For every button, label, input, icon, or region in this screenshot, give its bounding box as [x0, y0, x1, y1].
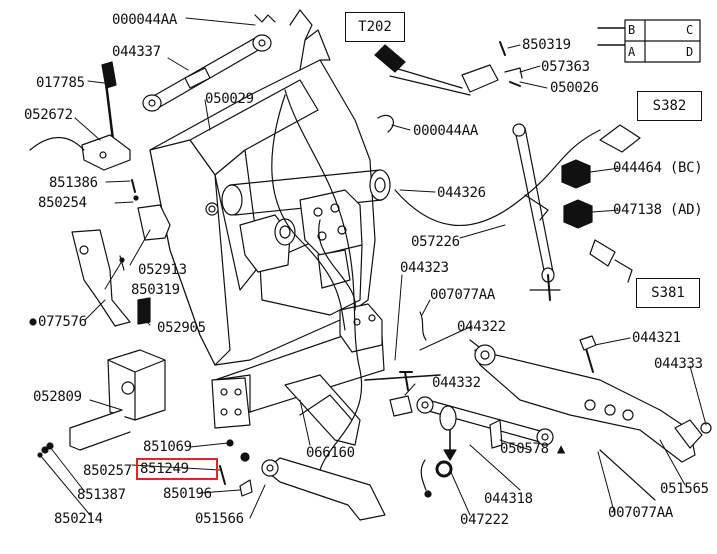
part-label-850257: 850257 [83, 463, 132, 479]
part-label-851069: 851069 [143, 439, 192, 455]
part-label-050578: 050578 ▲ [500, 441, 566, 457]
part-label-044322: 044322 [457, 319, 506, 335]
s382-callout-box: S382 [637, 91, 702, 121]
part-label-077576: 077576 [38, 314, 87, 330]
part-label-851386: 851386 [49, 175, 98, 191]
part-label-052905: 052905 [157, 320, 206, 336]
t202-callout-box: T202 [345, 12, 405, 42]
lower-link-left [261, 457, 386, 521]
part-label-044464: 044464 (BC) [613, 160, 703, 176]
part-label-047138: 047138 (AD) [613, 202, 703, 218]
lift-arm-assembly [474, 335, 712, 463]
part-label-044323: 044323 [400, 260, 449, 276]
left-bracket-parts [29, 179, 253, 497]
part-label-052672: 052672 [24, 107, 73, 123]
part-label-850214: 850214 [54, 511, 103, 527]
part-label-850254: 850254 [38, 195, 87, 211]
main-frame [149, 9, 391, 446]
part-label-057363: 057363 [541, 59, 590, 75]
part-label-044321: 044321 [632, 330, 681, 346]
part-label-047222: 047222 [460, 512, 509, 528]
part-label-007077AA-top: 007077AA [430, 287, 496, 303]
highlight-frame [136, 458, 218, 480]
lift-rod [389, 311, 656, 501]
part-label-000044AA-top: 000044AA [112, 12, 178, 28]
part-label-050029: 050029 [205, 91, 254, 107]
part-label-044332: 044332 [432, 375, 481, 391]
s381-callout-box: S381 [636, 278, 700, 308]
part-label-052809: 052809 [33, 389, 82, 405]
top-link-assembly [142, 14, 276, 112]
part-label-851387: 851387 [77, 487, 126, 503]
part-label-052913: 052913 [138, 262, 187, 278]
t202-plug [374, 41, 523, 133]
part-label-850196: 850196 [163, 486, 212, 502]
part-label-044337: 044337 [112, 44, 161, 60]
part-label-007077AA-bottom: 007077AA [608, 505, 674, 521]
part-label-044326: 044326 [437, 185, 486, 201]
part-label-050026: 050026 [550, 80, 599, 96]
connector-letter-b: B [628, 23, 635, 37]
connector-letter-d: D [686, 45, 693, 59]
connector-plugs [561, 99, 661, 283]
part-label-066160: 066160 [306, 445, 355, 461]
part-label-044333: 044333 [654, 356, 703, 372]
part-label-044318: 044318 [484, 491, 533, 507]
right-check-chain [512, 123, 561, 301]
part-label-000044AA-mid: 000044AA [413, 123, 479, 139]
connector-letter-c: C [686, 23, 693, 37]
connector-letter-a: A [628, 45, 635, 59]
part-label-051566: 051566 [195, 511, 244, 527]
leader-lines [39, 17, 707, 519]
part-label-051565: 051565 [660, 481, 709, 497]
part-label-850319-left: 850319 [131, 282, 180, 298]
control-lever [29, 61, 131, 171]
part-label-851249: 851249 [140, 461, 189, 477]
connector-pin-icon [597, 19, 701, 63]
part-label-017785: 017785 [36, 75, 85, 91]
part-label-850319-right: 850319 [522, 37, 571, 53]
part-label-057226: 057226 [411, 234, 460, 250]
